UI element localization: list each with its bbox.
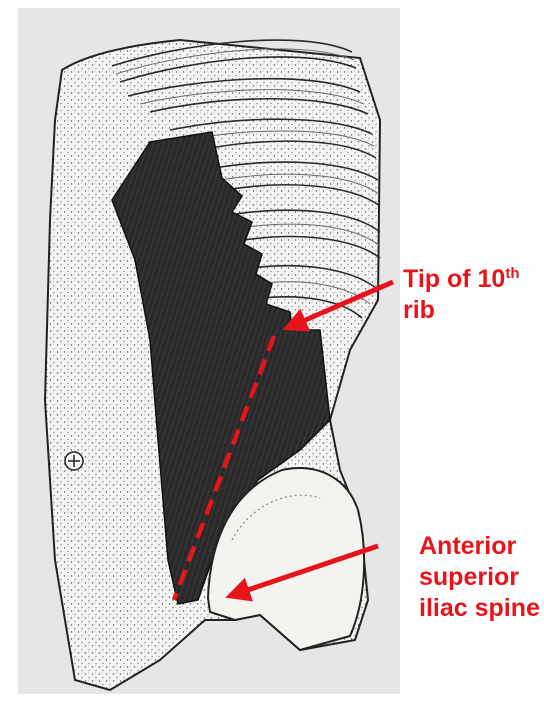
asis-label-line3: iliac spine	[419, 593, 540, 624]
asis-label: Anterior superior iliac spine	[419, 531, 540, 624]
asis-label-line1: Anterior	[419, 531, 540, 562]
rib-tip-label-sup: th	[505, 265, 519, 282]
asis-label-line2: superior	[419, 562, 540, 593]
rib-tip-label-line2: rib	[403, 295, 520, 326]
rib-tip-label-line1: Tip of 10	[403, 265, 505, 293]
rib-tip-label: Tip of 10th rib	[403, 264, 520, 326]
